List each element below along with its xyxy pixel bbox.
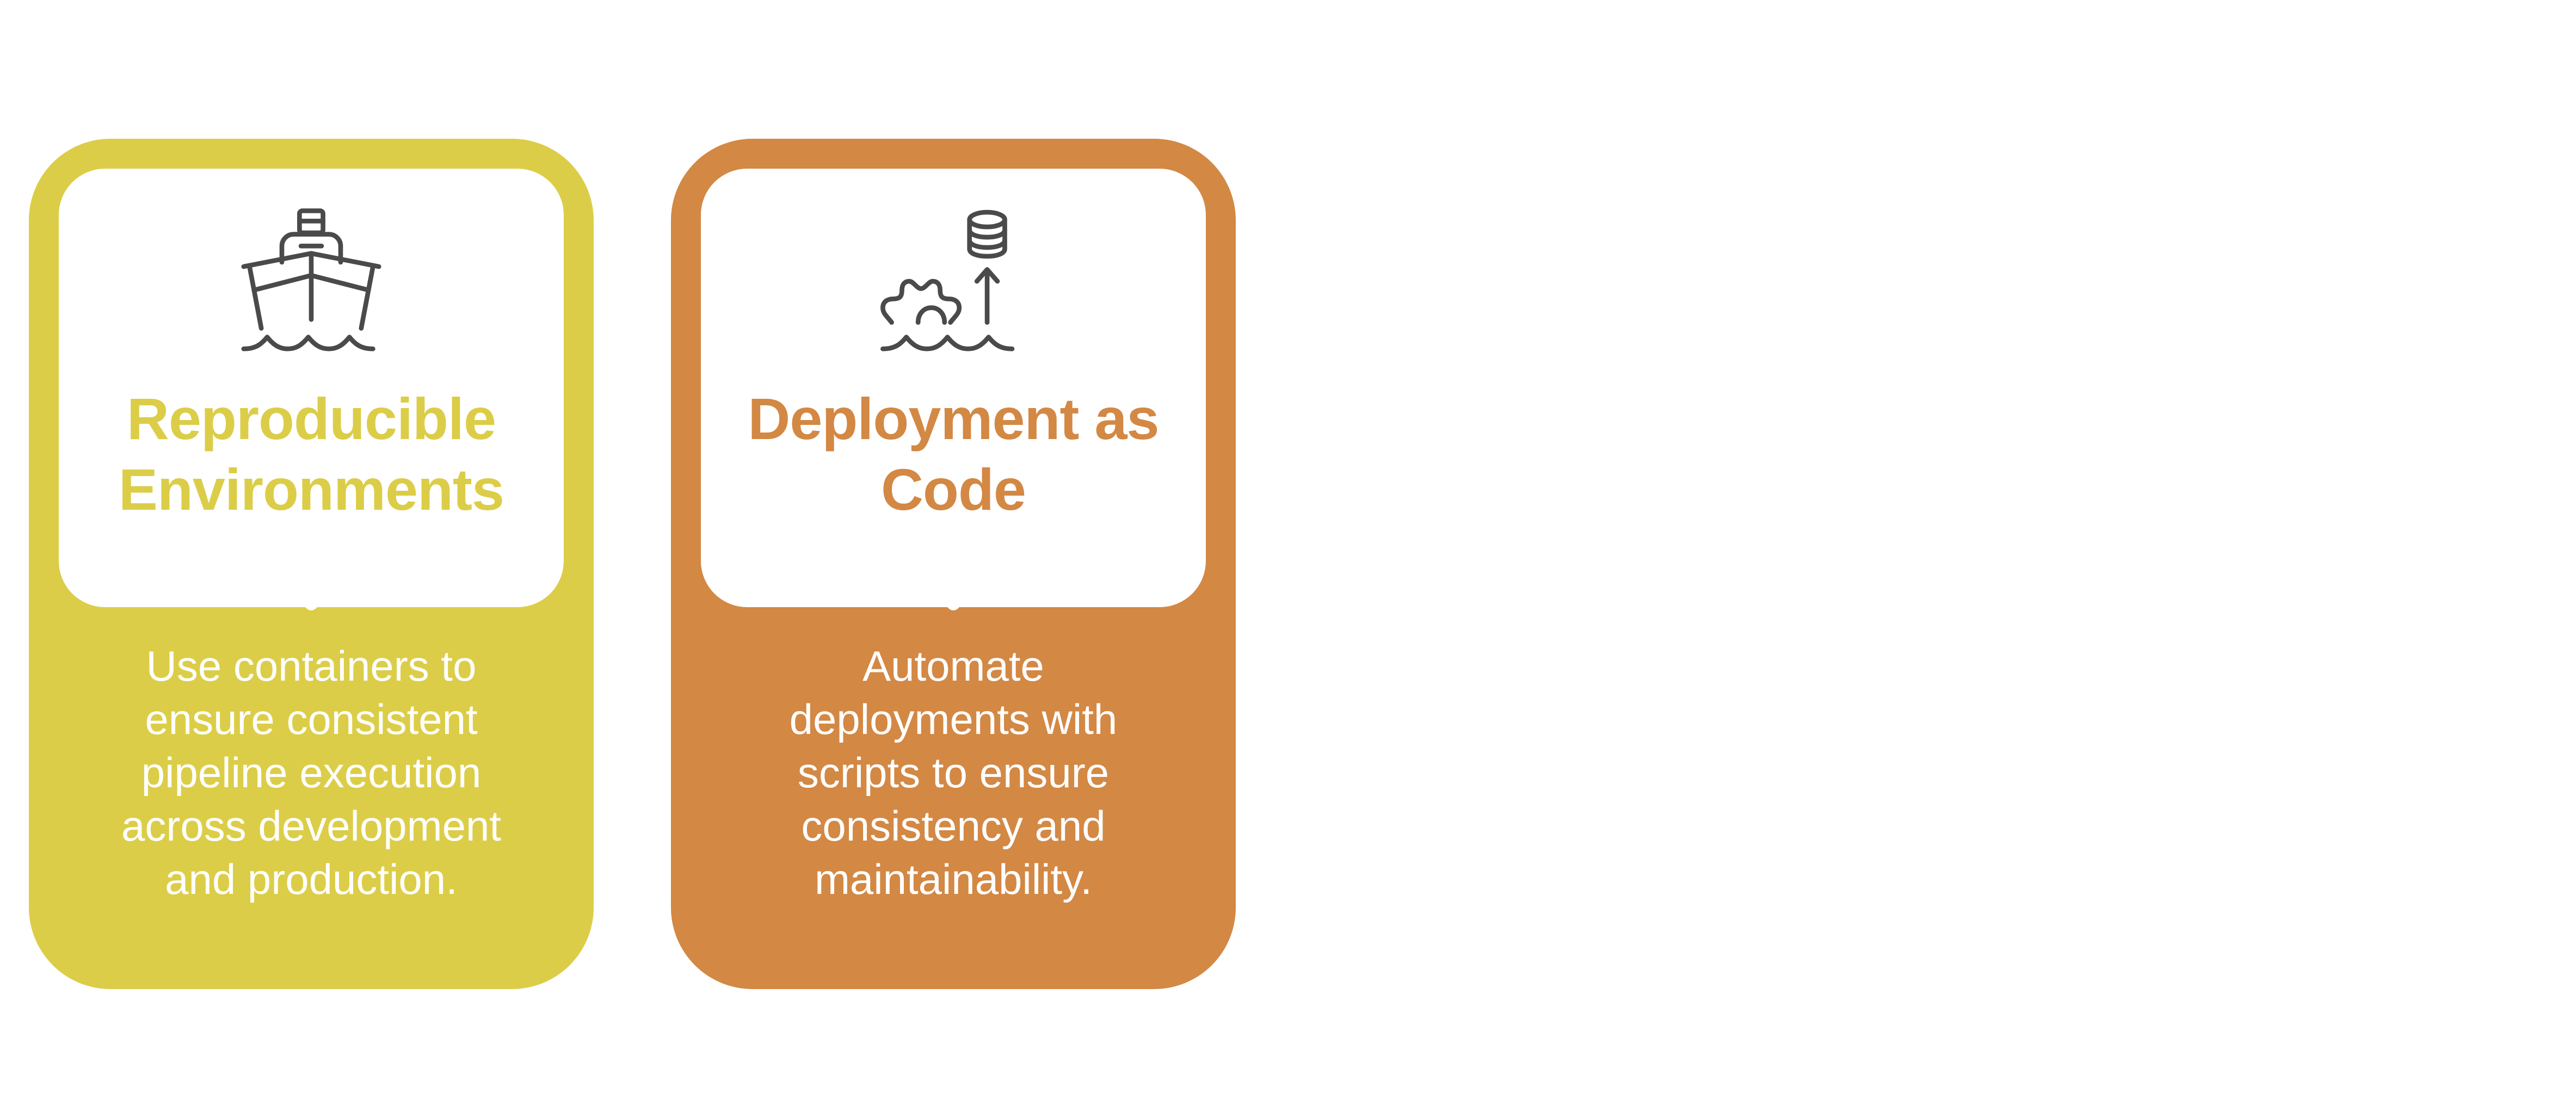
description-line: maintainability. [814,855,1093,903]
description-line: Use containers to [146,642,477,690]
card-title-line: Code [881,456,1026,522]
description-line: consistency and [801,802,1106,850]
description-line: across development [121,802,502,850]
card-deployment-as-code: Deployment as Code Automate deployments … [671,139,1236,989]
description-line: pipeline execution [141,749,482,797]
speech-pointer [918,574,989,610]
card-description: Automate deployments with scripts to ens… [704,639,1203,906]
description-line: and production. [165,855,458,903]
description-line: ensure consistent [145,695,478,743]
card-title-line: Environments [118,456,504,522]
speech-pointer [276,574,347,610]
description-line: deployments with [789,695,1118,743]
card-title-line: Deployment as [748,386,1159,452]
card-header-panel: Deployment as Code [701,169,1206,607]
card-title: Deployment as Code [701,384,1206,525]
description-line: Automate [862,642,1044,690]
card-reproducible-environments: Reproducible Environments Use containers… [29,139,594,989]
card-description: Use containers to ensure consistent pipe… [61,639,561,906]
ship-icon [241,208,381,351]
card-title: Reproducible Environments [59,384,564,525]
gear-database-deploy-icon [880,209,1015,351]
card-header-panel: Reproducible Environments [59,169,564,607]
description-line: scripts to ensure [797,749,1110,797]
card-title-line: Reproducible [126,386,496,452]
